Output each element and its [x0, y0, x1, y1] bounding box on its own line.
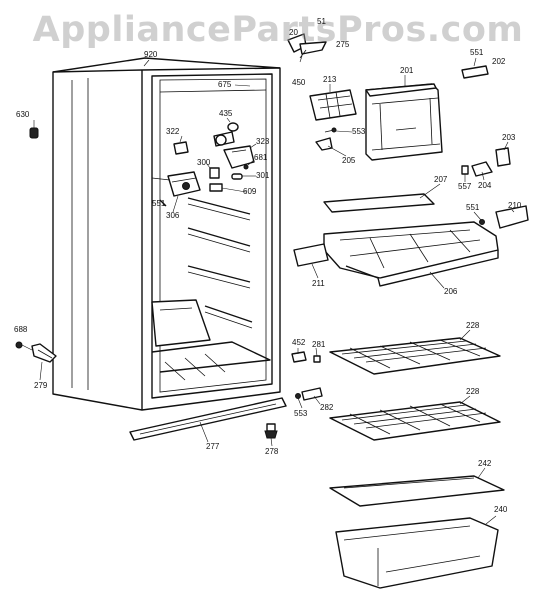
label-609: 609	[243, 187, 257, 196]
crisper-cover-242	[329, 475, 505, 507]
hinge-20-51-275	[287, 33, 327, 59]
drawer-206	[323, 221, 499, 287]
label-300: 300	[197, 158, 211, 167]
label-551-a: 551	[152, 199, 166, 208]
leader-lines	[33, 55, 515, 525]
label-435: 435	[219, 109, 233, 118]
part-609	[209, 183, 223, 192]
part-452	[291, 351, 307, 363]
label-553-b: 553	[294, 409, 308, 418]
thermostat-306	[151, 171, 201, 197]
plug-630	[29, 127, 39, 139]
leveling-leg-278	[264, 423, 278, 439]
label-551-c: 551	[466, 203, 480, 212]
part-204	[471, 161, 493, 177]
screw-551-c	[479, 219, 485, 225]
wire-shelf-228-b	[329, 401, 501, 441]
label-20: 20	[289, 28, 298, 37]
label-51: 51	[317, 17, 326, 26]
screw-551-a	[159, 199, 167, 207]
label-242: 242	[478, 459, 492, 468]
label-210: 210	[508, 201, 522, 210]
label-553-a: 553	[352, 127, 366, 136]
label-675: 675	[218, 80, 232, 89]
label-282: 282	[320, 403, 334, 412]
label-213: 213	[323, 75, 337, 84]
label-202: 202	[492, 57, 506, 66]
hinge-279	[31, 343, 57, 363]
part-281	[313, 355, 321, 363]
ice-tray-213	[309, 89, 357, 121]
label-207: 207	[434, 175, 448, 184]
part-300	[209, 167, 220, 179]
label-203: 203	[502, 133, 516, 142]
label-450: 450	[292, 78, 306, 87]
light-socket-435	[213, 122, 239, 147]
label-275: 275	[336, 40, 350, 49]
watermark: AppliancePartsPros.com	[32, 10, 524, 50]
slide-210	[495, 205, 529, 229]
part-205	[315, 137, 333, 151]
label-204: 204	[478, 181, 492, 190]
control-housing-323	[223, 145, 255, 169]
label-228-a: 228	[466, 321, 480, 330]
label-206: 206	[444, 287, 458, 296]
screw-553-b	[295, 393, 301, 399]
label-306: 306	[166, 211, 180, 220]
slide-211	[293, 243, 329, 267]
label-301: 301	[256, 171, 270, 180]
label-323: 323	[256, 137, 270, 146]
label-205: 205	[342, 156, 356, 165]
label-688: 688	[14, 325, 28, 334]
label-281: 281	[312, 340, 326, 349]
label-551-b: 551	[470, 48, 484, 57]
part-322	[173, 141, 189, 155]
label-278: 278	[265, 447, 279, 456]
label-630: 630	[16, 110, 30, 119]
label-279: 279	[34, 381, 48, 390]
part-553-a	[324, 127, 337, 133]
label-681: 681	[254, 153, 268, 162]
freezer-door-201	[365, 83, 443, 161]
shelf-rail-207	[323, 193, 435, 213]
handle-202	[461, 65, 489, 79]
part-681	[243, 164, 249, 170]
screw-688	[15, 341, 33, 351]
label-201: 201	[400, 66, 414, 75]
wire-shelf-228-a	[329, 337, 501, 375]
label-228-b: 228	[466, 387, 480, 396]
label-277: 277	[206, 442, 220, 451]
label-920: 920	[144, 50, 158, 59]
crisper-pan-240	[335, 517, 499, 589]
cabinet-920	[52, 57, 281, 411]
base-grille-277	[129, 397, 287, 441]
part-557	[461, 165, 469, 175]
label-557: 557	[458, 182, 472, 191]
part-282	[301, 387, 323, 401]
label-322: 322	[166, 127, 180, 136]
part-203	[495, 147, 511, 167]
part-301	[231, 173, 243, 180]
label-240: 240	[494, 505, 508, 514]
label-452: 452	[292, 338, 306, 347]
label-211: 211	[312, 279, 325, 288]
